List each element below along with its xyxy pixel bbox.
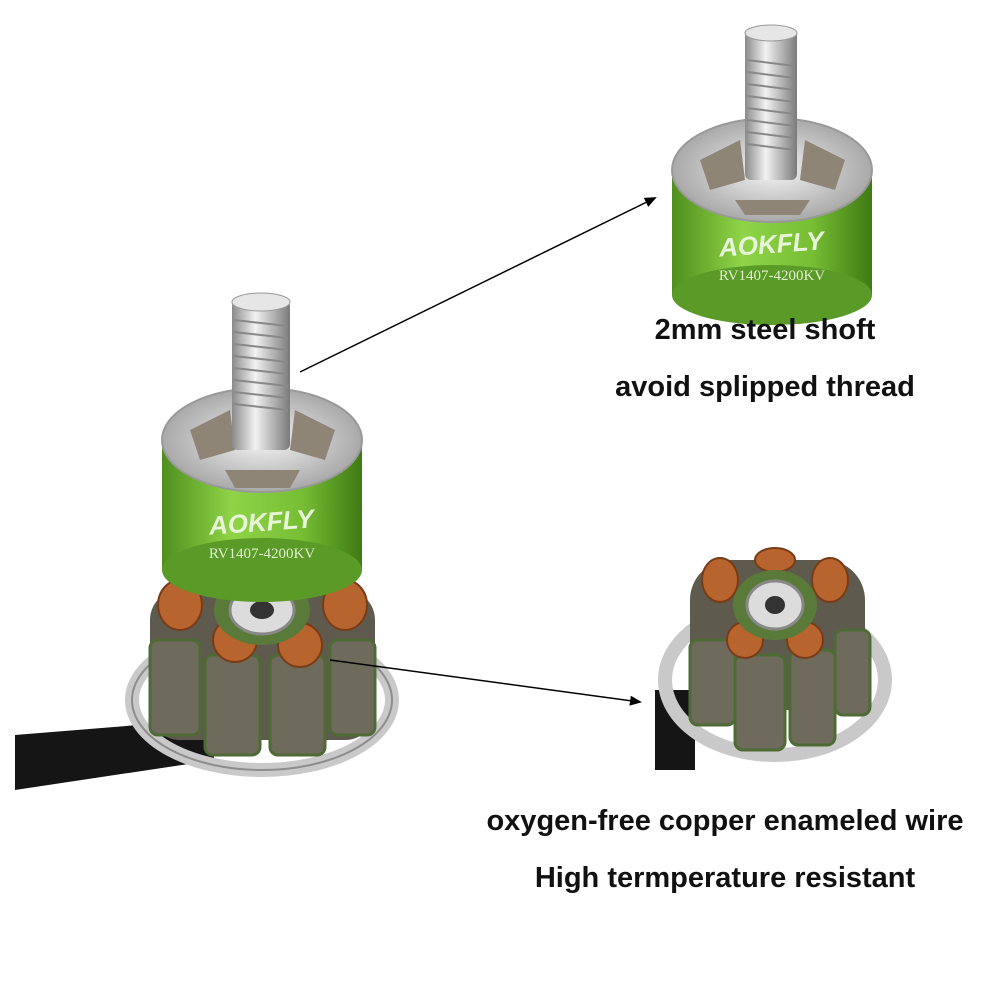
motor-cables [15,720,215,790]
winding-caption-line2: High termperature resistant [534,862,916,894]
winding-caption-line1: oxygen-free copper enameled wire [486,805,964,837]
model-label: RV1407-4200KV [719,268,825,284]
shaft-caption-line2: avoid splipped thread [615,371,915,403]
left-stator-assembly [15,570,399,790]
shaft-caption-line1: 2mm steel shoft [654,314,876,346]
right-motor-bell: AOKFLY RV1407-4200KV [671,24,873,325]
right-stator [655,547,892,770]
shaft-callout-arrow [299,197,657,373]
model-label: RV1407-4200KV [209,546,315,562]
left-motor-bell: AOKFLY RV1407-4200KV [161,292,363,602]
winding-callout-arrow [329,659,642,706]
